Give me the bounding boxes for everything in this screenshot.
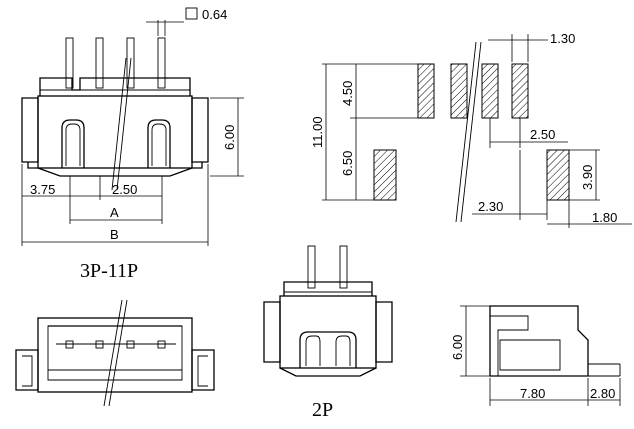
side-view: 6.00 7.80 2.80 — [450, 305, 621, 406]
pin-square-1 — [65, 340, 74, 349]
dim-a: A — [110, 205, 119, 220]
dim-2-50: 2.50 — [530, 127, 555, 142]
pad-mount-right — [546, 149, 570, 201]
dim-pitch: 2.50 — [112, 182, 137, 197]
square-symbol — [185, 7, 198, 20]
top-view — [15, 299, 215, 407]
dim-height-6-00: 6.00 — [222, 125, 237, 150]
dim-side-2-80: 2.80 — [590, 386, 615, 401]
dim-pin-square: 0.64 — [202, 7, 227, 22]
caption-2p: 2P — [312, 399, 333, 421]
dim-6-50: 6.50 — [340, 151, 355, 176]
pin-square-2 — [95, 340, 104, 349]
front-view-2p: 2P — [263, 245, 393, 421]
dim-side-6-00: 6.00 — [450, 335, 465, 360]
pad-top-3 — [481, 63, 499, 119]
pad-mount-left — [373, 149, 397, 201]
pin-square-3 — [126, 340, 135, 349]
caption-3p-11p: 3P-11P — [80, 260, 138, 282]
pad-top-2 — [450, 63, 468, 119]
dim-4-50: 4.50 — [340, 81, 355, 106]
dim-2-30: 2.30 — [478, 199, 503, 214]
dim-edge-offset: 3.75 — [30, 182, 55, 197]
dim-b: B — [110, 227, 119, 242]
pcb-pad-layout: 11.00 4.50 6.50 1.30 2.50 3.90 2.30 1.80 — [310, 31, 632, 228]
pin-square-4 — [157, 340, 166, 349]
dim-3-90: 3.90 — [580, 165, 595, 190]
pad-top-1 — [417, 63, 435, 119]
dim-1-80: 1.80 — [592, 210, 617, 225]
front-view-3p-11p: 0.64 6.00 3.75 2.50 A B 3P-11P — [21, 7, 244, 282]
dim-11-00: 11.00 — [310, 116, 325, 148]
pad-top-4 — [511, 63, 529, 119]
dim-1-30: 1.30 — [550, 31, 575, 46]
dim-side-7-80: 7.80 — [520, 386, 545, 401]
pins — [65, 37, 166, 89]
